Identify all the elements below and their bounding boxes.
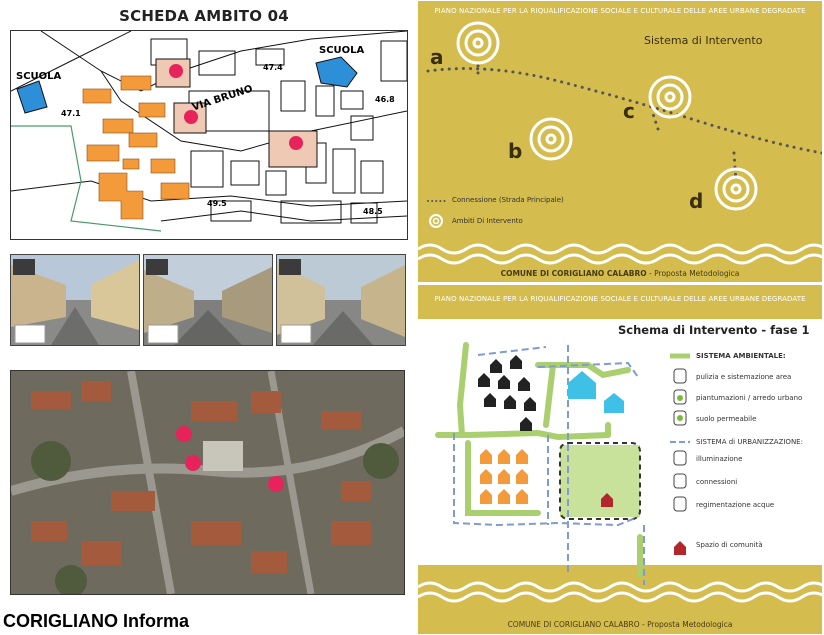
legend-regimentazione: regimentazione acque	[696, 501, 775, 509]
street-photo-1-image	[11, 255, 139, 345]
intervention-target-b	[529, 117, 573, 161]
intervention-target-a	[456, 21, 500, 65]
footer-bold: COMUNE DI CORIGLIANO CALABRO	[507, 620, 640, 629]
elevation-label: 48.5	[363, 207, 383, 216]
panel-title: Sistema di Intervento	[644, 34, 763, 47]
street-photo-1	[10, 254, 140, 346]
community-house-icon	[601, 493, 613, 507]
lighting-icon	[673, 450, 687, 466]
intervention-target-d	[714, 167, 758, 211]
water-icon	[673, 496, 687, 512]
elevation-label: 46.8	[375, 95, 395, 104]
panel-schema-intervento: PIANO NAZIONALE PER LA RIQUALIFICAZIONE …	[418, 285, 822, 634]
houses-cyan	[568, 371, 624, 413]
site-map: SCUOLA SCUOLA VIA BRUNO 47.4 47.1 46.8 4…	[10, 30, 408, 240]
legend-illuminazione: illuminazione	[696, 455, 743, 463]
legend-connection: Connessione (Strada Principale)	[452, 196, 564, 204]
panel-footer: COMUNE DI CORIGLIANO CALABRO - Proposta …	[418, 620, 822, 629]
street-photo-3	[276, 254, 406, 346]
legend-ambiti: Ambiti Di Intervento	[452, 217, 523, 225]
intervention-diagram	[418, 21, 822, 265]
tree-icon	[673, 389, 687, 405]
cleaning-icon	[673, 368, 687, 384]
elevation-label: 47.4	[263, 63, 283, 72]
panel-header: PIANO NAZIONALE PER LA RIQUALIFICAZIONE …	[434, 295, 806, 303]
panel-title: Schema di Intervento - fase 1	[618, 323, 810, 337]
houses-orange	[480, 449, 528, 504]
street-photo-2	[143, 254, 273, 346]
legend-suolo: suolo permeabile	[696, 415, 757, 423]
legend-ambientale: SISTEMA AMBIENTALE:	[696, 352, 786, 360]
houses-black	[478, 355, 536, 431]
letter-a: a	[430, 45, 444, 69]
site-map-drawing	[11, 31, 407, 232]
legend-pulizia: pulizia e sistemazione area	[696, 373, 792, 381]
connections-icon	[673, 473, 687, 489]
schema-diagram	[418, 342, 822, 603]
footer-rest: - Proposta Metodologica	[639, 620, 733, 629]
letter-b: b	[508, 139, 523, 163]
aerial-photo	[10, 370, 405, 595]
panel-sistema-intervento: PIANO NAZIONALE PER LA RIQUALIFICAZIONE …	[418, 1, 822, 282]
soil-icon	[673, 410, 687, 426]
school-label-left: SCUOLA	[16, 71, 62, 82]
brand-caption: CORIGLIANO Informa	[3, 611, 190, 631]
letter-d: d	[689, 189, 704, 213]
page-title: SCHEDA AMBITO 04	[119, 7, 289, 25]
legend-piantumazioni: piantumazioni / arredo urbano	[696, 394, 803, 402]
legend-connessioni: connessioni	[696, 478, 738, 486]
panel-footer: COMUNE DI CORIGLIANO CALABRO - Proposta …	[418, 269, 822, 278]
school-label-right: SCUOLA	[319, 45, 365, 56]
street-photo-3-image	[277, 255, 405, 345]
elevation-label: 47.1	[61, 109, 81, 118]
letter-c: c	[623, 99, 635, 123]
legend-comunita: Spazio di comunità	[696, 541, 763, 549]
legend-urbanizzazione: SISTEMA di URBANIZZAZIONE:	[696, 438, 803, 446]
footer-bold: COMUNE DI CORIGLIANO CALABRO	[500, 269, 647, 278]
street-photo-2-image	[144, 255, 272, 345]
aerial-photo-image	[11, 371, 404, 594]
panel-header: PIANO NAZIONALE PER LA RIQUALIFICAZIONE …	[434, 7, 806, 15]
elevation-label: 49.5	[207, 199, 227, 208]
footer-rest: - Proposta Metodologica	[646, 269, 740, 278]
community-legend-icon	[674, 541, 686, 555]
intervention-target-c	[648, 75, 692, 119]
